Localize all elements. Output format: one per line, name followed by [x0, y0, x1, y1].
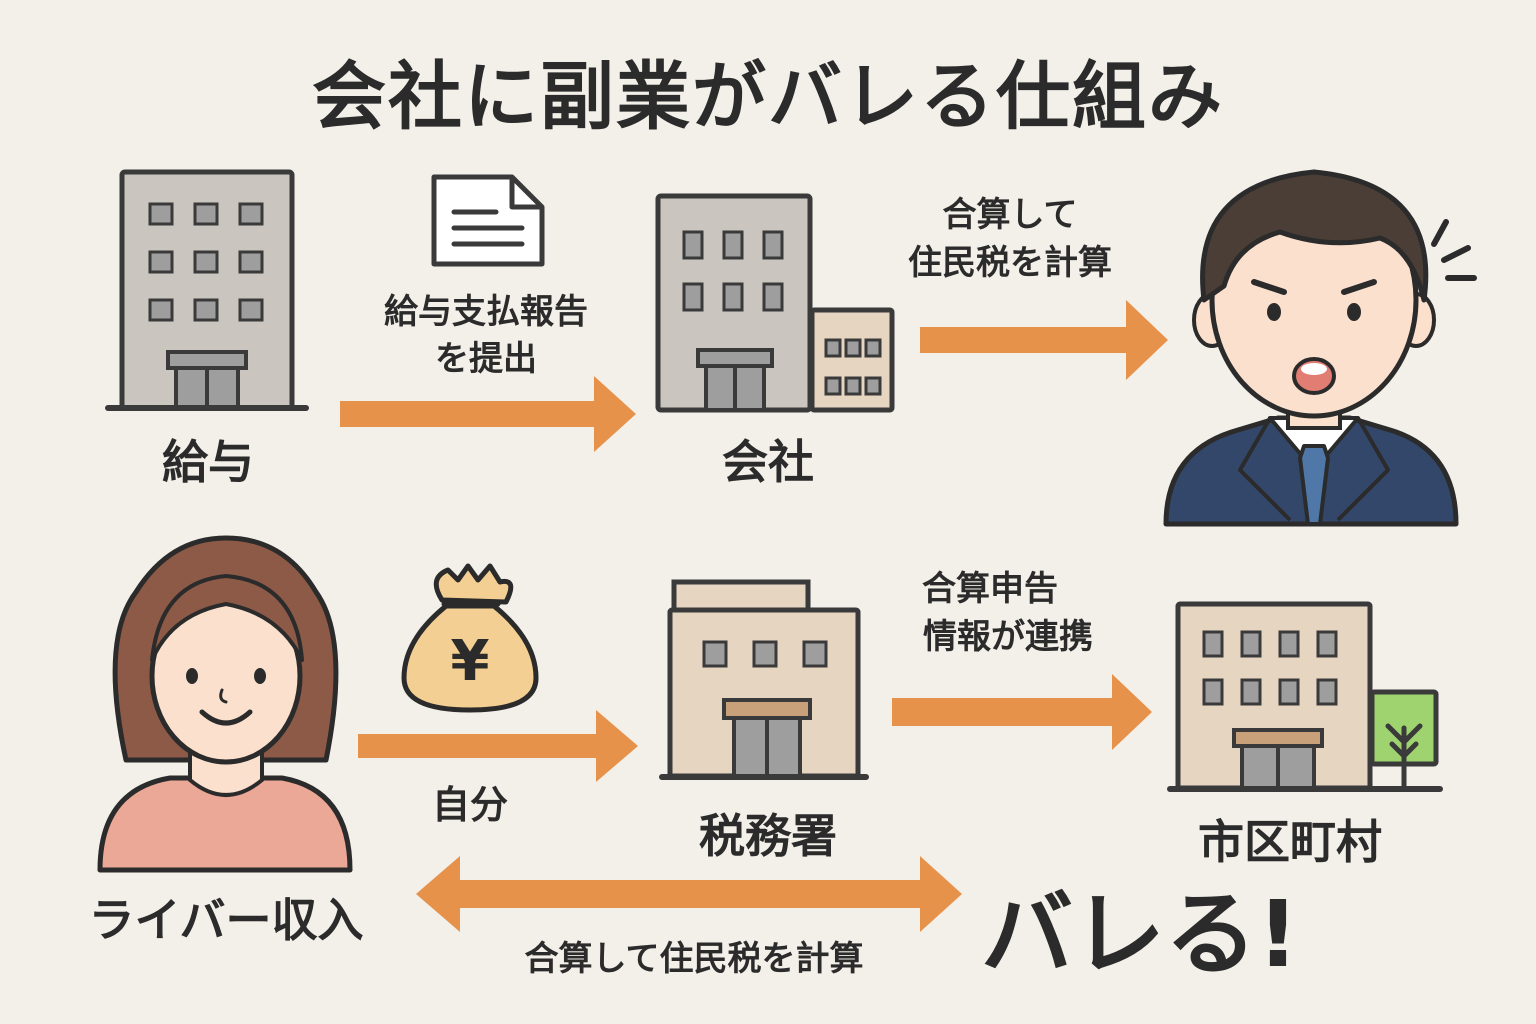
company-label: 会社: [722, 435, 814, 489]
woman-icon: [97, 535, 353, 873]
yen-symbol: ¥: [451, 629, 490, 694]
page-title: 会社に副業がバレる仕組み: [312, 54, 1224, 140]
arrow-self-to-tax-office: [358, 710, 638, 782]
tree-icon: [1369, 689, 1439, 791]
tax-office-label: 税務署: [699, 809, 837, 863]
double-arrow-bottom: [416, 856, 962, 932]
city-hall-building-icon: [1167, 601, 1443, 792]
person-label: ライバー収入: [88, 893, 363, 947]
municipality-label: 市区町村: [1198, 815, 1382, 869]
linkage-label-line1: 合算申告: [922, 569, 1058, 609]
linkage-label-line2: 情報が連携: [923, 617, 1093, 657]
exposed-label: バレる!: [981, 881, 1299, 988]
bottom-arrow-label: 合算して住民税を計算: [525, 939, 864, 979]
arrow-salary-to-company: [340, 376, 636, 452]
document-icon: [431, 174, 545, 267]
combine-label-line2: 住民税を計算: [908, 243, 1112, 283]
self-label: 自分: [432, 783, 508, 827]
report-label-line1: 給与支払報告: [384, 292, 588, 332]
salary-building-icon: [105, 169, 309, 411]
company-building-icon: [655, 193, 895, 413]
combine-label-line1: 合算して: [943, 195, 1078, 235]
arrow-tax-office-to-municipality: [892, 674, 1152, 750]
money-bag-icon: ¥: [401, 563, 539, 713]
surprised-man-icon: [1163, 169, 1477, 527]
report-label-line2: を提出: [435, 339, 537, 379]
tax-office-building-icon: [659, 579, 869, 780]
salary-label: 給与: [162, 435, 254, 489]
arrow-company-to-man: [920, 300, 1168, 380]
